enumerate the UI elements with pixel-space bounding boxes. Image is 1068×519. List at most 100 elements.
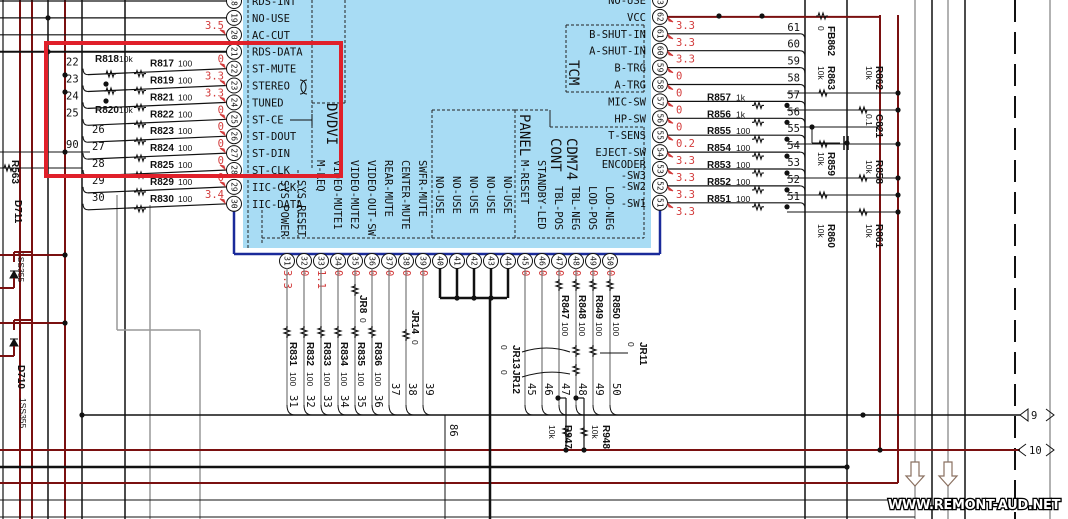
junction-dot: [895, 192, 901, 198]
resistor-ref: R856: [707, 109, 731, 120]
net-label: 33: [321, 395, 333, 408]
net-label: 55: [787, 123, 800, 135]
resistor-symbol: [104, 86, 116, 96]
pin-label-48: TBL-NEG: [569, 186, 581, 230]
junction-dot: [103, 98, 109, 104]
component-ref: R862: [873, 66, 884, 90]
resistor-symbol: [134, 187, 146, 197]
wire-bend: [799, 151, 806, 159]
net-label: 49: [593, 383, 605, 396]
resistor-ref: R833: [321, 342, 332, 366]
wire-bend: [388, 404, 398, 416]
pin-number: 34: [334, 256, 343, 266]
wire-bend: [799, 202, 806, 209]
pin-voltage: 0: [218, 121, 224, 133]
wire-bend: [524, 404, 534, 416]
pin-number: 21: [230, 47, 239, 57]
pin-circle: [226, 60, 242, 77]
wire-bend: [82, 186, 89, 194]
net-label: 38: [406, 383, 418, 396]
voltage-arrow: [219, 63, 227, 70]
pin-voltage: 0: [676, 121, 682, 133]
wire-bend: [799, 50, 806, 57]
diode-symbol: [9, 337, 19, 347]
voltage-arrow: [666, 134, 674, 141]
pin-number: 27: [230, 148, 239, 158]
pin-label-30: IIC-DATA: [252, 199, 303, 211]
pin-circle: [226, 111, 242, 128]
junction-dot: [784, 153, 790, 159]
resistor-symbol: [134, 204, 146, 214]
wire-bend: [609, 404, 619, 416]
voltage-arrow: [219, 164, 227, 171]
voltage-arrow: [219, 96, 227, 103]
resistor-value: 10k: [590, 425, 600, 439]
wire-bend: [82, 153, 89, 160]
resistor-symbol: [104, 69, 116, 79]
resistor-value: 100: [178, 109, 192, 119]
voltage-arrow: [666, 84, 674, 90]
junction-dot: [895, 209, 901, 215]
pin-number: 56: [656, 113, 665, 123]
junction-dot: [844, 140, 850, 146]
net-label: 59: [787, 56, 800, 68]
pin-number: 26: [230, 131, 239, 141]
wire: [87, 118, 228, 126]
pin-number: 62: [656, 12, 665, 22]
resistor-value: 100: [178, 160, 192, 170]
resistor-symbol: [588, 279, 598, 291]
pin-voltage: 3.5: [205, 20, 224, 32]
wire-bend: [303, 404, 313, 416]
pin-voltage: 3.3: [676, 20, 695, 32]
diode-ref: D710: [15, 365, 26, 389]
pin-label-46: STANDBY-LED: [535, 160, 547, 230]
net-label: 28: [92, 158, 105, 170]
resistor-ref: R849: [593, 295, 604, 319]
pin-voltage: 3.3: [676, 189, 695, 201]
pin-label-25: ST-CE: [252, 114, 284, 126]
pin-number: 29: [230, 182, 239, 192]
pin-label-63: NO-USE: [608, 0, 646, 7]
pin-number: 59: [656, 63, 665, 73]
resistor-symbol: [752, 117, 764, 128]
net-label: 35: [355, 395, 367, 408]
resistor-symbol: [571, 364, 581, 376]
junction-dot: [716, 13, 722, 19]
net-label: 48: [576, 383, 588, 396]
pin-circle: [226, 0, 242, 9]
resistor-symbol: [2, 163, 14, 173]
pin-number: 51: [656, 198, 665, 208]
resistor-ref: R853: [707, 160, 731, 171]
group-label-cdm74: CDM74: [563, 138, 579, 180]
pin-circle: [226, 128, 242, 145]
pin-number: 55: [656, 130, 665, 140]
component-ref: R858: [873, 160, 884, 184]
resistor-symbol: [134, 136, 146, 146]
group-label-cont: CONT: [547, 138, 563, 172]
resistor-value: 100: [178, 76, 192, 86]
resistor-value: 100: [178, 59, 192, 69]
jumper-ref: JR8: [357, 295, 368, 314]
net-label: 39: [423, 383, 435, 396]
component-ref: R859: [825, 152, 836, 176]
pin-voltage: 3.3: [676, 54, 695, 66]
voltage-arrow: [219, 130, 227, 137]
pin-label-42: NO-USE: [467, 176, 479, 214]
resistor-symbol: [752, 100, 764, 111]
voltage-arrow: [666, 117, 674, 124]
resistor-ref: R848: [576, 295, 587, 319]
wire-bend: [371, 404, 381, 416]
component-ref: FB862: [825, 26, 836, 56]
component-value: 10k: [864, 224, 874, 238]
pin-number: 45: [521, 256, 530, 266]
wire-bend: [82, 68, 89, 76]
wire-bend: [799, 117, 806, 125]
pin-voltage: 0: [218, 155, 224, 167]
pin-label-38: CENTER-MUTE: [399, 160, 411, 230]
resistor-symbol: [134, 102, 146, 113]
wire: [87, 152, 228, 160]
net-label: 31: [287, 395, 299, 408]
resistor-ref: R835: [355, 342, 366, 366]
jumper-ref: JR13: [510, 345, 521, 369]
wire-bend: [799, 33, 806, 40]
